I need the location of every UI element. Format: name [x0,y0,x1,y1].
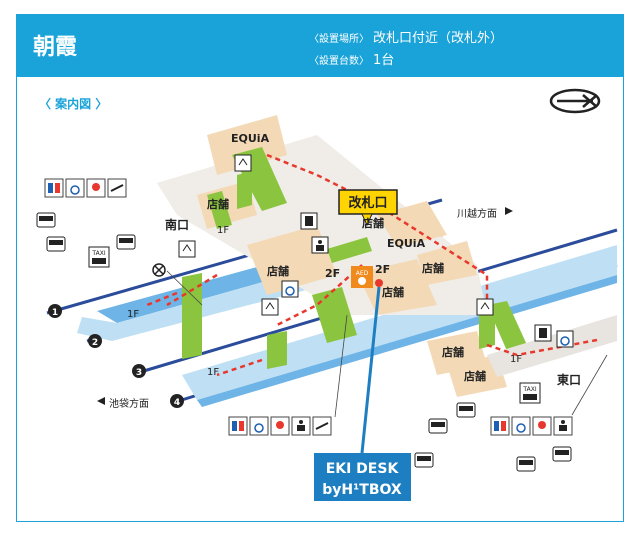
no-entry-icon [152,263,166,277]
wheelchair-icon [511,416,531,436]
floor-2f-label-b: 2F [375,263,390,276]
shop-label-1: 店舗 [207,197,229,211]
restroom-icon [228,416,248,436]
restroom-icon [44,178,64,198]
desk-pointer-line [360,286,381,454]
count-row: 〈設置台数〉 1台 [309,49,394,68]
ticket-gate-label: 改札口 [348,195,387,211]
baby-icon [86,178,106,198]
svg-text:AED: AED [356,270,369,277]
taxi-icon: TAXI [88,246,110,268]
wheelchair-icon [556,330,574,348]
wheelchair-icon [65,178,85,198]
floor-1f-label-c: 1F [207,367,219,378]
bus-icon [428,418,448,434]
bus-icon [36,212,56,228]
bus-icon [552,446,572,462]
shop-label-5: 店舗 [382,285,404,299]
east-exit-pointer [571,354,608,416]
count-value: 1台 [373,53,395,68]
ikebukuro-arrow-icon [97,397,105,405]
elevator-icon [476,298,494,316]
kawagoe-direction: 川越方面 [457,207,497,220]
svg-text:3: 3 [136,368,142,378]
shop-block-c [417,241,477,285]
svg-text:TAXI: TAXI [522,386,536,393]
shop-label-4: 店舗 [422,261,444,275]
shop-label-6: 店舗 [442,345,464,359]
shop-label-2: 店舗 [362,216,384,230]
platform-lower-edge [197,275,617,407]
track-badge-2: 2 [88,334,102,348]
elevator-icon [261,298,279,316]
location-label: 〈設置場所〉 [309,34,369,45]
wheelchair-icon [249,416,269,436]
restroom-icon [490,416,510,436]
shop-label-7: 店舗 [464,369,486,383]
stairs-pillar-c [237,171,252,209]
platform-lower [182,245,617,400]
location-value: 改札口付近（改札外） [373,31,504,46]
baby-icon [270,416,290,436]
stairs-e [487,301,527,351]
ticket-machine-icon [534,324,552,342]
stairs-pillar-d [479,311,495,349]
equia-mid-label: EQUiA [387,237,426,250]
stairs-d [327,237,372,263]
guide-title: 〈 案内図 〉 [39,97,108,111]
svg-text:1: 1 [52,308,58,318]
bus-icon [46,236,66,252]
kawagoe-arrow-icon [505,207,513,215]
map-frame: 朝霞 〈設置場所〉改札口付近（改札外） 〈設置台数〉 1台 〈 案内図 〉 [16,14,624,522]
floor-1f-label-d: 1F [510,354,522,365]
ticket-gate-callout: 改札口 [338,189,398,227]
track-badge-3: 3 [132,364,146,378]
track-badge-1: 1 [48,304,62,318]
info-desk-icon [291,416,311,436]
east-exit-label: 東口 [557,372,581,387]
station-name: 朝霞 [33,35,78,60]
info-desk-icon [553,416,573,436]
stairs-b [207,191,232,229]
eki-desk-line1: EKI DESK [326,461,400,477]
floor-2f-label-a: 2F [325,267,340,280]
eki-desk-callout: EKI DESK byH¹TBOX [314,453,411,501]
floor-1f-label-a: 1F [217,225,229,236]
bus-icon [116,234,136,250]
info-desk-icon [311,236,329,254]
bus-icon [414,452,434,468]
restroom-pointer [334,314,348,418]
equia-top-label: EQUiA [231,132,270,145]
jr-logo-icon [549,88,601,114]
baby-icon [532,416,552,436]
taxi-icon: TAXI [519,382,541,404]
svg-text:4: 4 [174,398,180,408]
bus-icon [516,456,536,472]
svg-text:2: 2 [92,338,98,348]
ticket-machine-icon [300,212,318,230]
diaper-change-icon [312,416,332,436]
ikebukuro-direction: 池袋方面 [109,397,149,410]
aed-icon: AED [351,266,373,288]
header-bar: 朝霞 〈設置場所〉改札口付近（改札外） 〈設置台数〉 1台 [17,15,623,77]
wheelchair-icon [281,280,299,298]
desk-location-marker [375,279,383,287]
floor-1f-label-b: 1F [127,309,139,320]
stairs-pillar-a [182,273,202,359]
elevator-icon [178,240,196,258]
shop-label-3: 店舗 [267,264,289,278]
stairs-pillar-b [267,331,287,369]
south-exit-label: 南口 [165,217,189,232]
track-badge-4: 4 [170,394,184,408]
elevator-icon [234,154,252,172]
station-map: 改札口 AED EKI DESK byH¹TBOX EQUiA EQUiA 店舗… [36,88,618,501]
count-label: 〈設置台数〉 [309,56,369,67]
eki-desk-line2: byH¹TBOX [322,482,402,498]
svg-text:TAXI: TAXI [91,250,105,257]
location-row: 〈設置場所〉改札口付近（改札外） [309,27,503,46]
east-walkway [487,315,617,377]
bus-icon [456,402,476,418]
diaper-change-icon [107,178,127,198]
south-exit-pointer [166,270,203,306]
